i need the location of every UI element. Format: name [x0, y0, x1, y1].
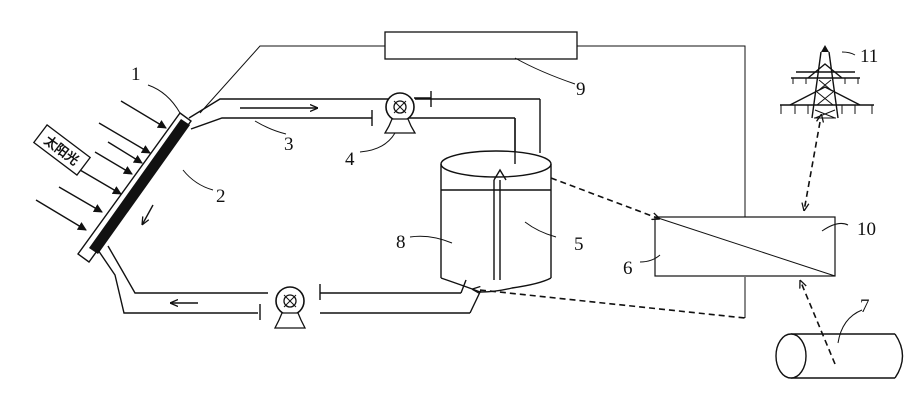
label-9: 9 [576, 79, 586, 100]
label-4: 4 [345, 149, 355, 170]
sunlight-label: 太阳光 [34, 125, 90, 175]
label-8: 8 [396, 232, 406, 253]
top-pump [372, 91, 431, 133]
label-1: 1 [131, 64, 141, 85]
bottom-pump [260, 284, 320, 328]
storage-tank [441, 118, 551, 292]
label-6: 6 [623, 258, 633, 279]
label-7: 7 [860, 296, 870, 317]
label-2: 2 [216, 186, 226, 207]
heat-pump-unit [655, 217, 835, 276]
label-11: 11 [860, 46, 878, 67]
label-5: 5 [574, 234, 584, 255]
label-3: 3 [284, 134, 294, 155]
leader-lines [148, 52, 862, 343]
solar-collector-panel [78, 113, 191, 262]
label-10: 10 [857, 219, 876, 240]
gas-pipe [776, 334, 903, 378]
